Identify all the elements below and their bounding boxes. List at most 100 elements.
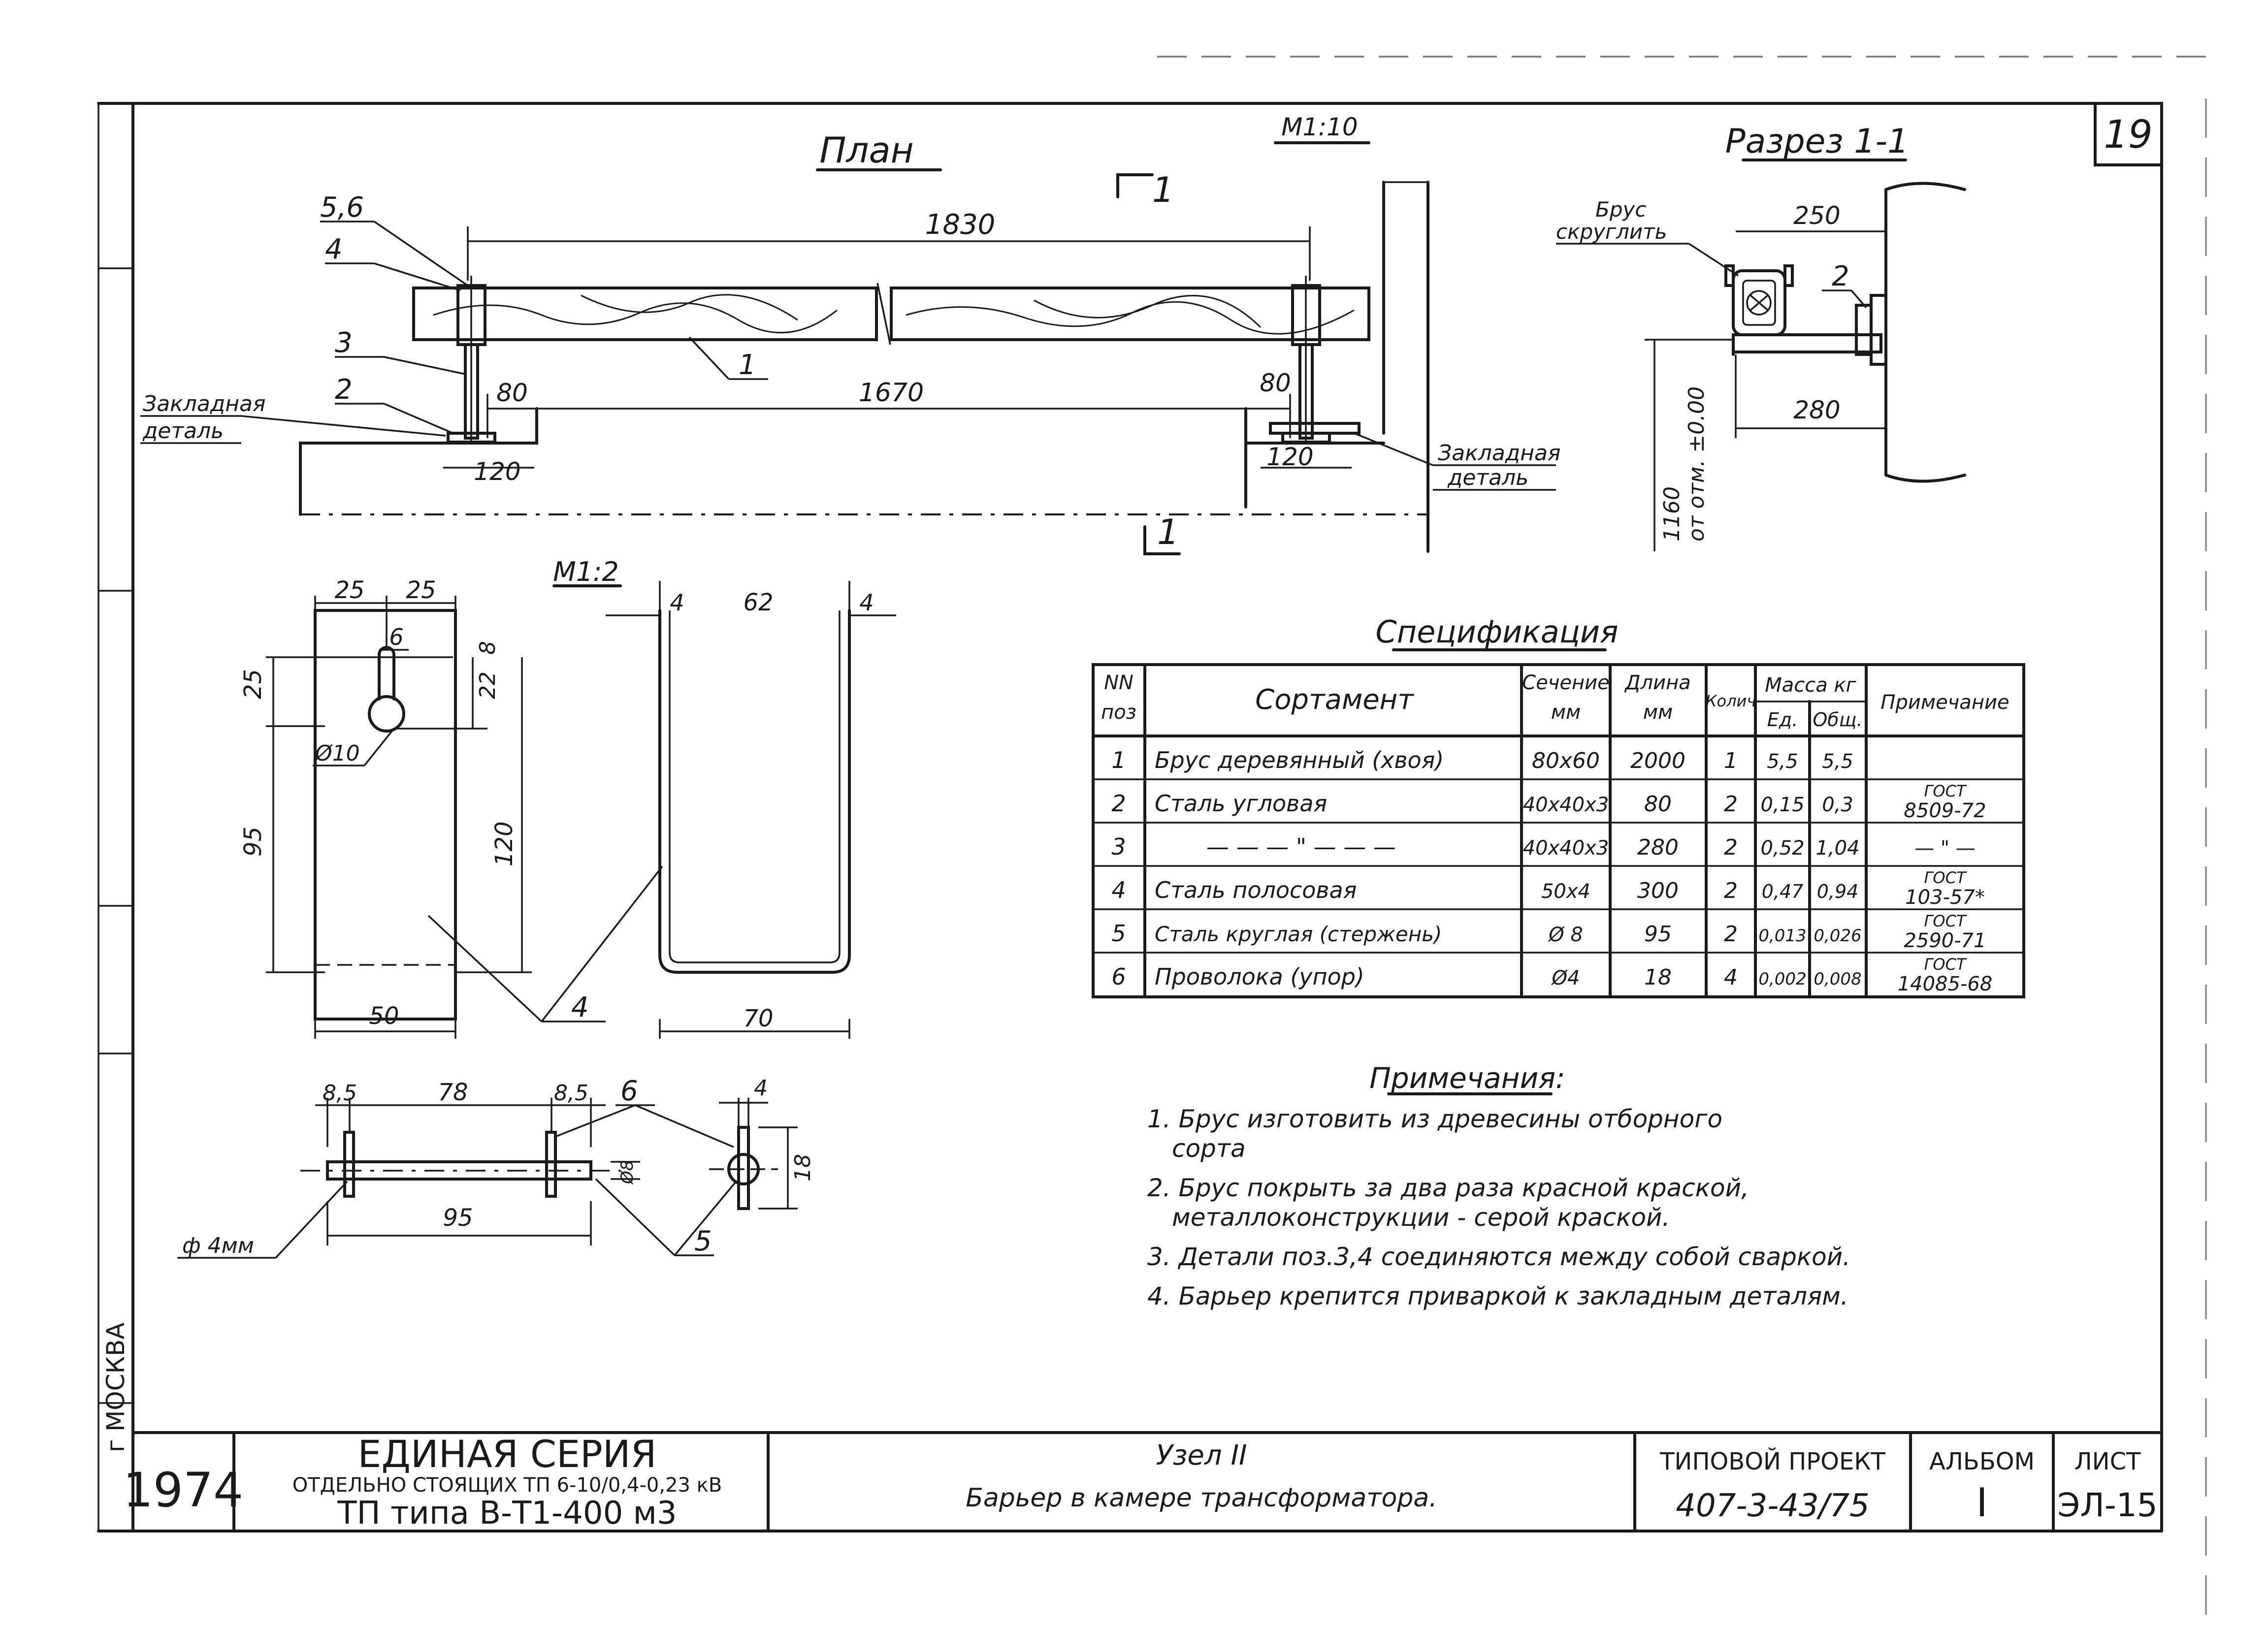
page-number: 19	[2104, 113, 2152, 157]
svg-text:ГОСТ: ГОСТ	[1924, 782, 1967, 800]
svg-text:Проволока (упор): Проволока (упор)	[1155, 963, 1364, 990]
spec-h-total: Общ.	[1813, 709, 1862, 731]
svg-text:Ø4: Ø4	[1551, 967, 1580, 990]
svg-text:2: 2	[1724, 878, 1738, 903]
detail-dim-6: 6	[389, 624, 403, 650]
spec-h-sec2: мм	[1551, 701, 1581, 724]
detail-hole: Ø10	[314, 741, 360, 766]
detail-dim-22: 22	[475, 671, 500, 699]
tb-year: 1974	[123, 1463, 243, 1518]
svg-text:0,3: 0,3	[1822, 794, 1853, 816]
svg-text:0,15: 0,15	[1760, 794, 1804, 816]
city-label: г МОСКВА	[101, 1322, 130, 1452]
rod-callout-5: 5	[694, 1225, 712, 1257]
svg-text:8509-72: 8509-72	[1904, 799, 1986, 822]
svg-text:Ø 8: Ø 8	[1548, 924, 1583, 946]
detail-dim-120: 120	[490, 821, 518, 866]
tb-node: Узел II	[1156, 1439, 1247, 1471]
svg-text:80x60: 80x60	[1532, 748, 1600, 773]
svg-text:Сталь полосовая: Сталь полосовая	[1155, 877, 1357, 903]
svg-text:0,002: 0,002	[1758, 969, 1806, 989]
svg-text:5,5: 5,5	[1822, 750, 1853, 773]
plate-detail: М1:2 25 25 6 25 95 22 8 120	[239, 556, 896, 1039]
tb-series-3: ТП типа В-Т1-400 м3	[337, 1495, 677, 1532]
svg-text:— — — " — — —: — — — " — — —	[1206, 833, 1396, 860]
svg-text:2: 2	[1724, 835, 1738, 860]
section-height-2: от отм. ±0.00	[1684, 386, 1709, 542]
spec-row: 4 Сталь полосовая 50x4 300 2 0,47 0,94 Г…	[1111, 868, 1984, 909]
detail-dim-25c: 25	[239, 669, 267, 699]
svg-text:5: 5	[1111, 920, 1126, 947]
tb-sheet-value: ЭЛ-15	[2057, 1486, 2158, 1524]
svg-text:50x4: 50x4	[1541, 880, 1590, 903]
dim-250: 250	[1793, 201, 1840, 230]
rod-dim-18: 18	[790, 1154, 815, 1181]
svg-text:0,008: 0,008	[1814, 969, 1861, 989]
svg-text:18: 18	[1644, 965, 1672, 990]
svg-text:ГОСТ: ГОСТ	[1924, 868, 1967, 887]
section-callout-2: 2	[1832, 260, 1849, 292]
rod-dim-8-5b: 8,5	[554, 1081, 588, 1106]
detail-dim-8: 8	[475, 641, 500, 655]
note-2: 2. Брус покрыть за два раза красной крас…	[1147, 1174, 1749, 1202]
dim-280: 280	[1793, 396, 1840, 424]
svg-text:40x40x3: 40x40x3	[1523, 837, 1609, 860]
dim-120-right: 120	[1266, 443, 1313, 471]
detail-dim-25a: 25	[334, 576, 364, 604]
spec-h-unit: Ед.	[1767, 709, 1798, 731]
spec-h-mass: Масса кг	[1765, 674, 1856, 697]
section-view: Разрез 1-1 250 280 Брус скруглить 2	[1556, 122, 1966, 551]
note-4: 4. Барьер крепится приваркой к закладным…	[1147, 1282, 1848, 1310]
svg-text:0,026: 0,026	[1814, 926, 1861, 946]
tb-album-label: АЛЬБОМ	[1929, 1448, 2035, 1475]
svg-text:2: 2	[1111, 790, 1126, 817]
spec-table: Спецификация NN поз Сортамент Сечение мм…	[1092, 614, 2025, 998]
dim-80-left: 80	[496, 379, 528, 407]
callout-3: 3	[335, 327, 353, 359]
dim-1670: 1670	[859, 378, 924, 408]
rod-dim-4: 4	[754, 1076, 768, 1101]
svg-text:4: 4	[1724, 965, 1738, 990]
plan-scale: М1:10	[1281, 113, 1358, 141]
rod-dim-8-5a: 8,5	[323, 1081, 357, 1106]
svg-text:2: 2	[1724, 922, 1738, 947]
dim-80-right: 80	[1260, 369, 1291, 397]
spec-h-name: Сортамент	[1255, 684, 1414, 716]
tb-series-1: ЕДИНАЯ СЕРИЯ	[358, 1432, 657, 1476]
title-block: 1974 ЕДИНАЯ СЕРИЯ ОТДЕЛЬНО СТОЯЩИХ ТП 6-…	[123, 1431, 2163, 1532]
spec-h-note: Примечание	[1880, 691, 2009, 714]
svg-text:5,5: 5,5	[1767, 750, 1798, 773]
section-label-2: скруглить	[1556, 220, 1667, 244]
tb-desc: Барьер в камере трансформатора.	[966, 1483, 1437, 1513]
embedded-left-2: деталь	[142, 418, 224, 444]
dim-120-left: 120	[474, 457, 520, 486]
dim-1830: 1830	[925, 209, 996, 241]
svg-text:1,04: 1,04	[1815, 837, 1859, 860]
spec-h-pos2: поз	[1101, 701, 1136, 724]
svg-text:4: 4	[1111, 877, 1126, 903]
svg-text:1: 1	[1111, 747, 1126, 773]
strap-dim-70: 70	[743, 1005, 773, 1032]
plan-view: План М1:10 1 1 1830	[140, 113, 1560, 555]
svg-text:Сталь угловая: Сталь угловая	[1155, 790, 1327, 817]
notes-block: Примечания: 1. Брус изготовить из древес…	[1147, 1061, 1850, 1310]
svg-text:— " —: — " —	[1914, 837, 1976, 860]
detail-dim-25b: 25	[406, 576, 436, 604]
section-height-1: 1160	[1659, 486, 1685, 542]
svg-text:ГОСТ: ГОСТ	[1924, 912, 1967, 930]
rod-detail: 8,5 78 8,5 95 Ø8 4 18 6 5 ф 4мм	[177, 1075, 815, 1259]
svg-text:280: 280	[1637, 835, 1679, 860]
svg-text:3: 3	[1111, 833, 1126, 860]
section-title: Разрез 1-1	[1725, 122, 1909, 161]
callout-2: 2	[335, 374, 353, 406]
tb-series-2: ОТДЕЛЬНО СТОЯЩИХ ТП 6-10/0,4-0,23 кВ	[292, 1474, 722, 1497]
spec-row: 6 Проволока (упор) Ø4 18 4 0,002 0,008 Г…	[1111, 955, 1992, 995]
rod-wire: ф 4мм	[182, 1233, 254, 1258]
embedded-left-1: Закладная	[143, 391, 265, 416]
spec-row: 5 Сталь круглая (стержень) Ø 8 95 2 0,01…	[1111, 912, 1986, 952]
note-1: 1. Брус изготовить из древесины отборног…	[1147, 1105, 1722, 1133]
svg-text:ГОСТ: ГОСТ	[1924, 955, 1967, 974]
svg-text:103-57*: 103-57*	[1905, 886, 1985, 909]
spec-h-len1: Длина	[1624, 671, 1690, 694]
svg-text:2000: 2000	[1630, 748, 1685, 773]
